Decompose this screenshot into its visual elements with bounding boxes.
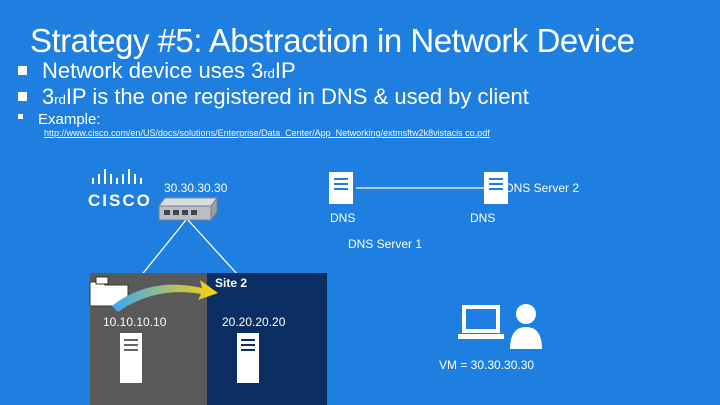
dns-left-label: DNS [330,211,356,225]
bullet-square-icon [18,114,23,119]
migration-arrow [112,280,218,312]
bullet-2-text-post: IP is the one registered in DNS & used b… [65,84,529,109]
cisco-bridge-icon [92,169,142,184]
site-2-ip-label: 20.20.20.20 [222,315,286,329]
user-icon [508,303,544,354]
device-ip-label: 30.30.30.30 [164,181,228,195]
bullet-3-text: Example: [38,111,101,128]
network-device-icon [157,196,219,227]
bullet-1-text-pre: Network device uses 3 [42,58,264,83]
site-2-server-icon [237,333,259,383]
bullet-square-icon [18,66,27,75]
bullet-2-text-pre: 3 [42,84,55,109]
cisco-logo-text: CISCO [88,191,152,210]
laptop-icon [458,303,504,348]
site-2-label: Site 2 [215,276,248,290]
reference-link[interactable]: http://www.cisco.com/en/US/docs/solution… [44,128,490,138]
vm-label: VM = 30.30.30.30 [439,358,535,372]
dns-server-2-label: DNS Server 2 [505,181,580,195]
bullet-square-icon [18,92,27,101]
link-site1 [139,219,187,278]
dns-server-2-icon [484,172,508,204]
slide-title: Strategy #5: Abstraction in Network Devi… [30,22,635,59]
site-1-server-icon [120,333,142,383]
dns-server-1-label: DNS Server 1 [348,237,423,251]
dns-server-1-icon [329,172,353,204]
bullet-3: Example: [18,111,101,128]
link-site2 [187,219,239,276]
dns-right-label: DNS [470,211,496,225]
folder-icon [88,276,130,313]
bullet-1-text-post: IP [274,58,296,83]
cisco-logo: CISCO [88,166,150,210]
site-1-ip-label: 10.10.10.10 [103,315,167,329]
site-2-panel: Site 2 20.20.20.20 [207,273,327,405]
